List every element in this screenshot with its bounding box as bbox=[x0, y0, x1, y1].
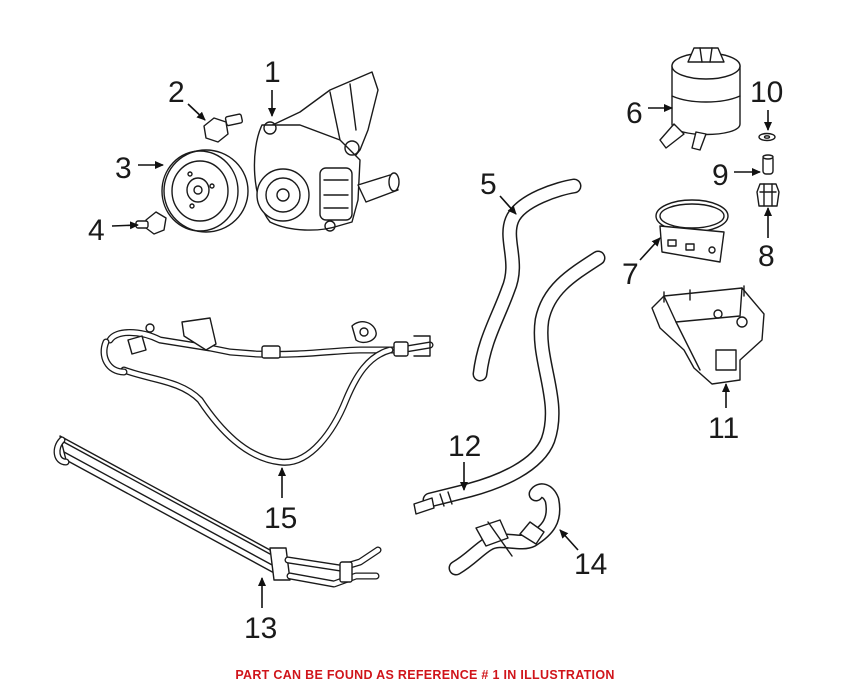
callout-14: 14 bbox=[574, 548, 607, 581]
callout-5: 5 bbox=[480, 168, 497, 201]
fluid-cooler bbox=[53, 435, 382, 588]
mounting-bracket bbox=[651, 285, 765, 385]
grommet bbox=[756, 183, 780, 207]
sleeve bbox=[762, 154, 774, 175]
leader-4 bbox=[111, 221, 139, 230]
leader-2 bbox=[187, 103, 206, 121]
callout-4: 4 bbox=[88, 214, 105, 247]
callout-12: 12 bbox=[448, 430, 481, 463]
hose-14 bbox=[448, 483, 561, 576]
callout-13: 13 bbox=[244, 612, 277, 645]
leader-5 bbox=[499, 195, 517, 215]
leader-7 bbox=[639, 237, 661, 261]
hose-5 bbox=[472, 178, 582, 382]
callout-7: 7 bbox=[622, 258, 639, 291]
callout-3: 3 bbox=[115, 152, 132, 185]
pump-pulley bbox=[161, 149, 249, 233]
callout-8: 8 bbox=[758, 240, 775, 273]
callout-1: 1 bbox=[264, 56, 281, 89]
reservoir-bracket bbox=[655, 199, 729, 263]
pressure-line bbox=[100, 317, 434, 466]
fluid-reservoir bbox=[659, 47, 741, 151]
hose-12 bbox=[413, 250, 606, 515]
callout-10: 10 bbox=[750, 76, 783, 109]
leader-lines bbox=[111, 90, 772, 608]
callout-6: 6 bbox=[626, 97, 643, 130]
callout-11: 11 bbox=[708, 412, 739, 445]
pump-bolt bbox=[203, 113, 244, 143]
washer bbox=[758, 132, 776, 142]
power-steering-pump bbox=[253, 71, 400, 232]
pulley-bolt bbox=[135, 211, 167, 235]
callout-15: 15 bbox=[264, 502, 297, 535]
leader-14 bbox=[559, 529, 579, 551]
callout-2: 2 bbox=[168, 76, 185, 109]
callout-labels: 1 2 3 4 5 6 7 8 9 10 11 12 13 14 15 bbox=[88, 56, 783, 645]
reference-footnote: PART CAN BE FOUND AS REFERENCE # 1 IN IL… bbox=[235, 668, 615, 682]
callout-9: 9 bbox=[712, 159, 729, 192]
